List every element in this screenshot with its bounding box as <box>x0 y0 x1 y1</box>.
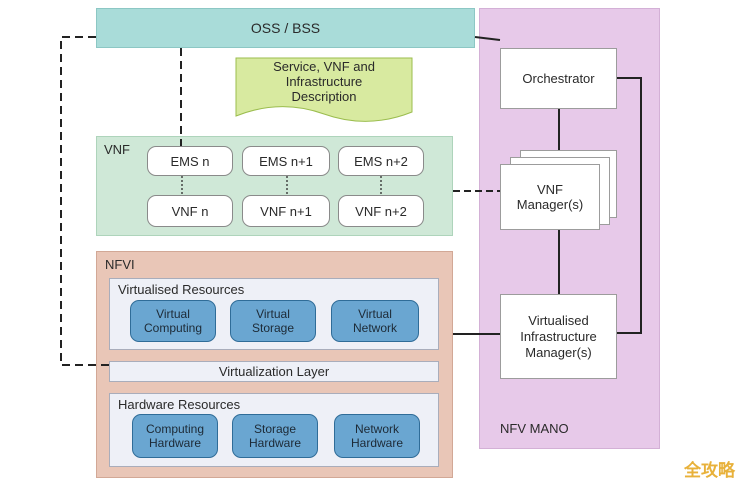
vnf-manager-line-2: Manager(s) <box>516 197 584 212</box>
description-line-3: Description <box>291 89 357 104</box>
ems-label-n: EMS n <box>170 153 210 169</box>
virtual-storage-line-1: Virtual <box>256 307 290 321</box>
vnf-box-n: VNF n <box>147 195 233 227</box>
description-document-shape <box>235 57 413 122</box>
storage-hardware-line-2: Hardware <box>248 436 302 450</box>
oss-to-nfvi-dashed-line <box>60 36 109 366</box>
storage-hardware-box: Storage Hardware <box>232 414 318 458</box>
ems-box-n: EMS n <box>147 146 233 176</box>
network-hardware-box: Network Hardware <box>334 414 420 458</box>
vnf-title: VNF <box>104 142 130 157</box>
description-text: Service, VNF and Infrastructure Descript… <box>236 59 412 104</box>
vnf-label-n: VNF n <box>171 203 209 219</box>
oss-bss-box: OSS / BSS <box>96 8 475 48</box>
ems-label-n-plus-1: EMS n+1 <box>259 153 313 169</box>
virtual-network-line-1: Virtual <box>358 307 392 321</box>
virtual-storage-box: Virtual Storage <box>230 300 316 342</box>
virtual-computing-box: Virtual Computing <box>130 300 216 342</box>
description-line-2: Infrastructure <box>285 74 363 89</box>
vnf-manager-line-1: VNF <box>537 182 563 197</box>
ems-box-n-plus-2: EMS n+2 <box>338 146 424 176</box>
nfvi-title: NFVI <box>105 257 135 272</box>
vnf-box-n-plus-2: VNF n+2 <box>338 195 424 227</box>
vim-line-2: Infrastructure <box>520 328 597 344</box>
vnf-box-n-plus-1: VNF n+1 <box>242 195 330 227</box>
virtual-storage-line-2: Storage <box>251 321 295 335</box>
virtualization-layer-label: Virtualization Layer <box>218 364 330 379</box>
virtual-network-box: Virtual Network <box>331 300 419 342</box>
orchestrator-label: Orchestrator <box>522 71 595 86</box>
vim-box: Virtualised Infrastructure Manager(s) <box>500 294 617 379</box>
network-hardware-line-1: Network <box>354 422 399 436</box>
virtual-network-line-2: Network <box>352 321 397 335</box>
ems-vnf-dotted-links <box>181 176 382 195</box>
nfv-mano-title: NFV MANO <box>500 421 569 436</box>
hardware-resources-title: Hardware Resources <box>118 397 241 412</box>
virtualised-resources-title: Virtualised Resources <box>118 282 245 297</box>
vnf-label-n-plus-1: VNF n+1 <box>260 203 312 219</box>
virtualization-layer-box: Virtualization Layer <box>109 361 439 382</box>
vnf-manager-box: VNF Manager(s) <box>500 164 600 230</box>
virtual-computing-line-1: Virtual <box>156 307 190 321</box>
oss-to-orchestrator-line <box>474 36 501 41</box>
vnf-label-n-plus-2: VNF n+2 <box>355 203 407 219</box>
storage-hardware-line-1: Storage <box>253 422 297 436</box>
virtual-computing-line-2: Computing <box>143 321 203 335</box>
network-hardware-line-2: Hardware <box>350 436 404 450</box>
vim-line-3: Manager(s) <box>525 344 592 360</box>
vim-line-1: Virtualised <box>528 312 589 328</box>
watermark-text: 全攻略 <box>684 461 735 481</box>
oss-dashed-links <box>60 36 182 366</box>
orchestrator-to-vim-line <box>615 77 642 334</box>
ems-label-n-plus-2: EMS n+2 <box>354 153 408 169</box>
ems-box-n-plus-1: EMS n+1 <box>242 146 330 176</box>
description-line-1: Service, VNF and <box>273 59 375 74</box>
oss-bss-label: OSS / BSS <box>250 20 321 36</box>
orchestrator-box: Orchestrator <box>500 48 617 109</box>
computing-hardware-box: Computing Hardware <box>132 414 218 458</box>
computing-hardware-line-2: Hardware <box>148 436 202 450</box>
computing-hardware-line-1: Computing <box>145 422 205 436</box>
solid-links <box>453 36 642 335</box>
